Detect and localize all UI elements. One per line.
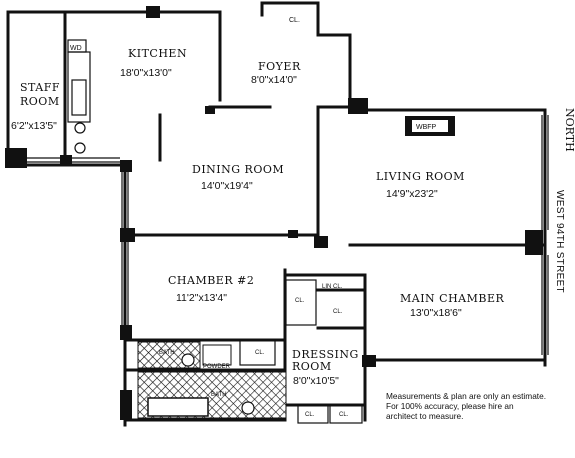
closets (239, 279, 363, 424)
closet-label-3: CL. (255, 350, 265, 356)
disclaimer-note: Measurements & plan are only an estimate… (386, 391, 571, 421)
closet-label-2: CL. (333, 309, 343, 315)
staff-room-label-1: STAFF (20, 81, 60, 94)
kitchen-label: KITCHEN (128, 47, 187, 60)
disclaimer-line-1: Measurements & plan are only an estimate… (386, 391, 547, 401)
staff-room-label-2: ROOM (20, 95, 60, 108)
foyer-closet-label: CL. (289, 17, 300, 24)
chamber2-dim: 11'2"x13'4" (176, 292, 227, 304)
staff-room-dim: 6'2"x13'5" (11, 120, 57, 132)
foyer-label: FOYER (258, 60, 301, 73)
street-label: WEST 94TH STREET (554, 190, 565, 293)
kitchen-dim: 18'0"x13'0" (120, 67, 172, 79)
lin-closet-label: LIN CL. (322, 284, 343, 290)
wbfp-label: WBFP (416, 124, 437, 131)
bath2-label: BATH (211, 392, 227, 398)
dining-room-label: DINING ROOM (192, 163, 284, 176)
foyer-dim: 8'0"x14'0" (251, 74, 297, 86)
living-room-label: LIVING ROOM (376, 170, 465, 183)
closet-label-1: CL. (295, 298, 305, 304)
dressing-room-label-1: DRESSING (292, 348, 359, 361)
windows (25, 115, 549, 355)
kitchen-fixtures (67, 39, 91, 154)
chamber2-label: CHAMBER #2 (168, 274, 254, 287)
dining-room-dim: 14'0"x19'4" (201, 180, 253, 192)
dressing-room-label-2: ROOM (292, 360, 332, 373)
fireplace (405, 116, 455, 136)
closet-label-4: CL. (305, 412, 315, 418)
walls (6, 1, 547, 427)
main-chamber-dim: 13'0"x18'6" (410, 307, 462, 319)
north-label: NORTH (563, 108, 575, 152)
bath-tiles (137, 341, 287, 419)
piers (5, 6, 543, 420)
closet-label-5: CL. (339, 412, 349, 418)
disclaimer-line-3: architect to measure. (386, 411, 464, 421)
powder-label: POWDER (203, 364, 231, 370)
main-chamber-label: MAIN CHAMBER (400, 292, 505, 305)
dressing-room-dim: 8'0"x10'5" (293, 375, 339, 387)
disclaimer-line-2: For 100% accuracy, please hire an (386, 401, 514, 411)
wd-label: WD (70, 45, 82, 52)
living-room-dim: 14'9"x23'2" (386, 188, 438, 200)
bath1-label: BATH (159, 350, 175, 356)
